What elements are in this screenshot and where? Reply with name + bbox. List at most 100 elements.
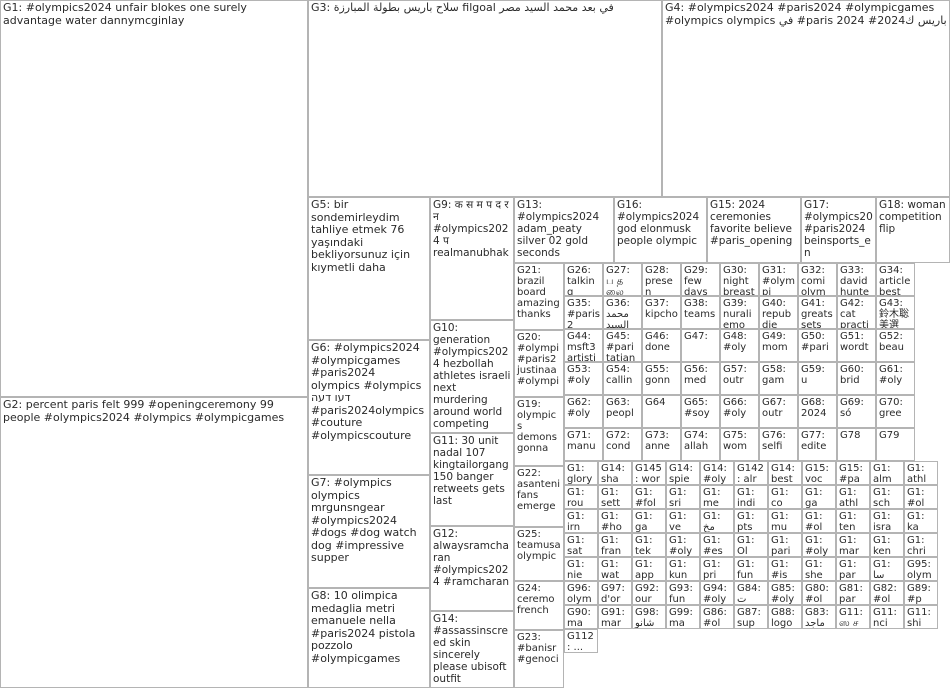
- group-g55: G55: gonn: [642, 362, 681, 395]
- group-g71-label: G71: manu: [567, 430, 596, 452]
- micro-cell-label: G1: glory first: [567, 463, 593, 485]
- micro-cell-label: G145: wor: [635, 463, 662, 485]
- group-g14: G14: #assassinscreed skin sincerely plea…: [430, 611, 514, 688]
- group-g38: G38: teams: [681, 296, 720, 329]
- micro-cell-label: G1: pari: [771, 535, 792, 557]
- group-g13: G13: #olympics2024 adam_peaty silver 02 …: [514, 197, 614, 263]
- micro-cell: G1: she: [802, 557, 836, 581]
- group-g54: G54: callin: [603, 362, 642, 395]
- group-g44: G44: msft3 artisti: [564, 329, 603, 362]
- group-g77: G77: edite: [798, 428, 837, 461]
- micro-cell-label: G1: ten: [839, 511, 860, 533]
- micro-cell-label: G1: alm: [873, 463, 894, 485]
- group-g66-label: G66: #oly: [723, 397, 751, 419]
- group-g74: G74: allah: [681, 428, 720, 461]
- micro-cell: G1: sch: [870, 485, 904, 509]
- group-g63: G63: peopl: [603, 395, 642, 428]
- group-g18: G18: woman competition flip: [876, 197, 950, 263]
- group-g26-label: G26: talking olympic: [567, 265, 595, 296]
- group-g72: G72: cond: [603, 428, 642, 461]
- group-g22-label: G22: asanteni fans emerge: [517, 468, 564, 512]
- micro-cell-label: G87: sup: [737, 607, 765, 629]
- group-g36: G36: محمد السيد في: [603, 296, 642, 329]
- group-g41: G41: greats sets: [798, 296, 837, 329]
- group-g27: G27: ப த லை: [603, 263, 642, 296]
- group-g65-label: G65: #soy: [684, 397, 712, 419]
- group-g61: G61: #oly: [876, 362, 915, 395]
- micro-cell-label: G1: me: [703, 487, 724, 509]
- group-g4-label: G4: #olympics2024 #paris2024 #olympicgam…: [665, 1, 947, 27]
- micro-cell: G1: ga: [632, 509, 666, 533]
- group-g35-label: G35: #paris2: [567, 298, 600, 329]
- micro-cell-label: G1: #ol: [805, 511, 826, 533]
- group-g42: G42: cat practi: [837, 296, 876, 329]
- micro-cell-label: G1: mar: [839, 535, 860, 557]
- group-g43: G43: 鈴木聡 美選: [876, 296, 915, 329]
- micro-cell-label: G1: #es: [703, 535, 724, 557]
- micro-cell-label: G1: kun: [669, 559, 690, 581]
- group-g8-label: G8: 10 olimpica medaglia metri emanuele …: [311, 589, 419, 665]
- micro-cell-label: G99: ma: [669, 607, 697, 629]
- micro-cell: G11: ஸ ச: [836, 605, 870, 629]
- group-g41-label: G41: greats sets: [801, 298, 836, 329]
- group-g65: G65: #soy: [681, 395, 720, 428]
- group-g3: G3: سلاح باريس بطولة المبارزة filgoal في…: [308, 0, 662, 197]
- micro-cell: G14: sha: [598, 461, 632, 485]
- group-g45: G45: #pari tatjan: [603, 329, 642, 362]
- micro-cell: G89: #p: [904, 581, 938, 605]
- group-g51-label: G51: wordt: [840, 331, 869, 353]
- micro-cell: G83: ماجد: [802, 605, 836, 629]
- micro-cell: G1: sri: [666, 485, 700, 509]
- group-g76-label: G76: selfi: [762, 430, 790, 452]
- micro-cell-label: G1: sat: [567, 535, 588, 557]
- group-g79-label: G79: [879, 430, 900, 441]
- group-g60: G60: brid: [837, 362, 876, 395]
- group-g68: G68: 2024: [798, 395, 837, 428]
- micro-cell-label: G1: rou: [567, 487, 588, 509]
- group-g8: G8: 10 olimpica medaglia metri emanuele …: [308, 588, 430, 688]
- group-g25: G25: teamusa olympic: [514, 527, 564, 581]
- group-g58-label: G58: gam: [762, 364, 790, 386]
- micro-cell-label: G82: #ol: [873, 583, 901, 605]
- micro-cell: G142: alr: [734, 461, 768, 485]
- group-g78: G78: [837, 428, 876, 461]
- group-g7-label: G7: #olympics olympics mrgunsngear #olym…: [311, 476, 421, 564]
- micro-cell-label: G1: fran: [601, 535, 622, 557]
- group-g57-label: G57: outr: [723, 364, 751, 386]
- group-g7: G7: #olympics olympics mrgunsngear #olym…: [308, 475, 430, 588]
- group-g53-label: G53: #oly: [567, 364, 595, 386]
- group-g62: G62: #oly: [564, 395, 603, 428]
- micro-cell-label: G88: logo: [771, 607, 799, 629]
- micro-cell-label: G1: chri: [907, 535, 928, 557]
- micro-cell: G84: ت: [734, 581, 768, 605]
- group-g43-label: G43: 鈴木聡 美選: [879, 298, 913, 329]
- micro-cell-label: G95: olymp: [907, 559, 932, 581]
- group-g73: G73: anne: [642, 428, 681, 461]
- group-g36-label: G36: محمد السيد في: [606, 298, 630, 329]
- group-g29-label: G29: few days pollutio: [684, 265, 708, 296]
- micro-cell: G1: glory first: [564, 461, 598, 485]
- group-g17-label: G17: #olympics20 #paris2024 beinsports_e…: [804, 199, 876, 259]
- micro-cell: G1: Ol: [734, 533, 768, 557]
- group-g32: G32: comi olym: [798, 263, 837, 296]
- group-g26: G26: talking olympic: [564, 263, 603, 296]
- group-g47: G47:: [681, 329, 720, 362]
- group-g52: G52: beau: [876, 329, 915, 362]
- micro-cell-label: G142: alr: [737, 463, 764, 485]
- group-g20: G20: #olympi #paris2 justinaa #olympi: [514, 330, 564, 397]
- micro-cell: G81: par: [836, 581, 870, 605]
- micro-cell-label: G1: sri: [669, 487, 690, 509]
- micro-cell: G97: d'or: [598, 581, 632, 605]
- micro-cell-label: G1: #fol: [635, 487, 656, 509]
- micro-cell: G14: best: [768, 461, 802, 485]
- group-g70: G70: gree: [876, 395, 915, 428]
- group-g34-label: G34: article best: [879, 265, 914, 296]
- micro-cell: G1: #ol: [802, 509, 836, 533]
- group-g31: G31: #olympi hege: [759, 263, 798, 296]
- micro-cell-label: G1: ga: [635, 511, 656, 533]
- group-g2: G2: percent paris felt 999 #openingcerem…: [0, 397, 308, 688]
- micro-cell: G85: #oly: [768, 581, 802, 605]
- group-g53: G53: #oly: [564, 362, 603, 395]
- micro-cell-label: G1: #is: [771, 559, 792, 581]
- micro-cell: G1: سا: [870, 557, 904, 581]
